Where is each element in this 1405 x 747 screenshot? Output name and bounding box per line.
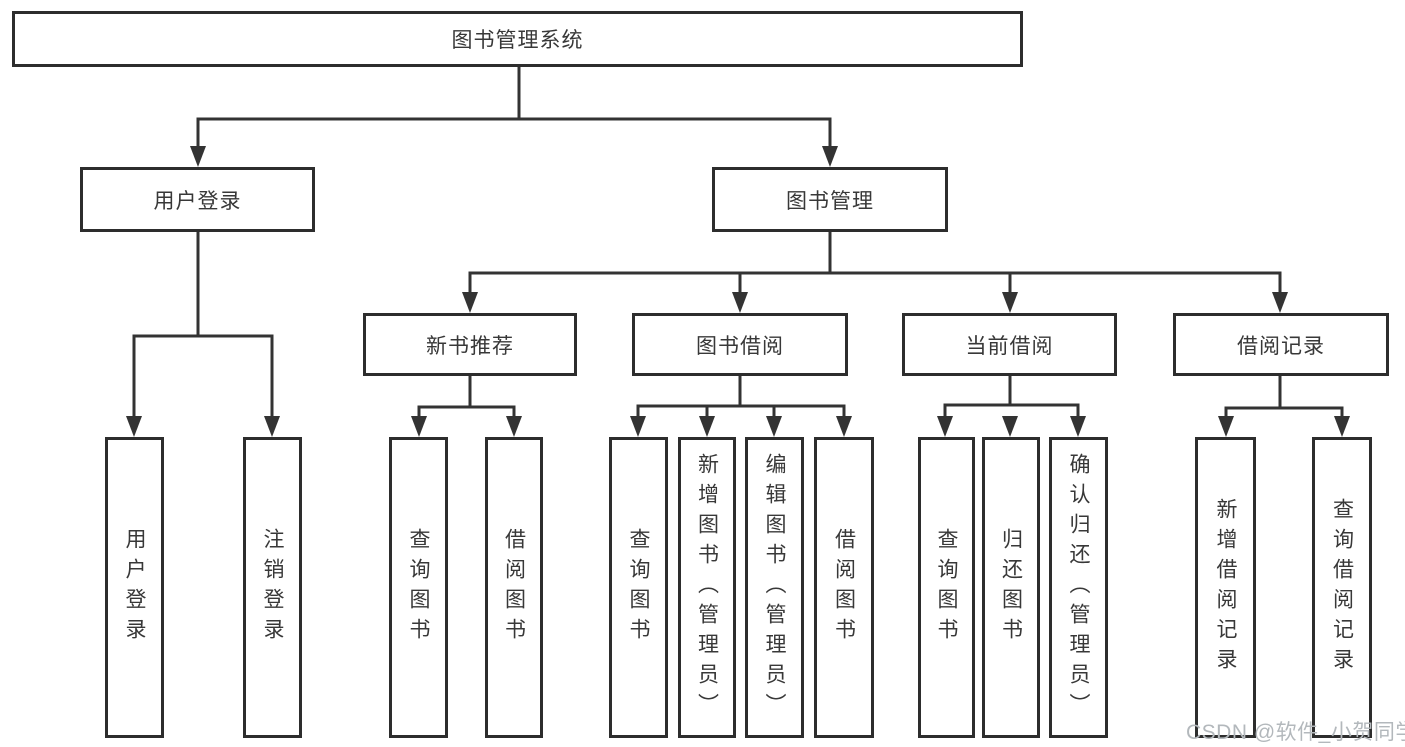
leaf-nbr-borrow-books: 借阅图书 xyxy=(485,437,543,738)
node-library-management-system: 图书管理系统 xyxy=(12,11,1023,67)
arrowhead xyxy=(1218,416,1234,437)
node-user-login: 用户登录 xyxy=(80,167,315,232)
node-current-borrow: 当前借阅 xyxy=(902,313,1117,376)
arrowhead xyxy=(822,146,838,167)
edge-root-to-level2 xyxy=(196,67,832,150)
edge-currentborrow-to-leaves xyxy=(943,376,1080,420)
leaf-cb-query-books: 查询图书 xyxy=(918,437,975,738)
arrowhead xyxy=(462,292,478,313)
leaf-label: 新增借阅记录 xyxy=(1214,497,1237,678)
node-label: 图书借阅 xyxy=(696,334,784,358)
node-book-management: 图书管理 xyxy=(712,167,948,232)
csdn-watermark: CSDN @软件_小贺同学 xyxy=(1186,721,1405,744)
node-label: 借阅记录 xyxy=(1237,334,1325,358)
leaf-label: 注销登录 xyxy=(261,527,284,648)
arrowhead xyxy=(506,416,522,437)
node-borrow-records: 借阅记录 xyxy=(1173,313,1389,376)
leaf-label: 查询图书 xyxy=(407,527,430,648)
arrowhead xyxy=(1070,416,1086,437)
leaf-br-add-record: 新增借阅记录 xyxy=(1195,437,1256,738)
arrowhead xyxy=(190,146,206,167)
node-new-book-recommend: 新书推荐 xyxy=(363,313,577,376)
leaf-cb-confirm-return-admin: 确认归还（管理员） xyxy=(1049,437,1108,738)
leaf-label: 查询图书 xyxy=(627,527,650,648)
arrowhead xyxy=(766,416,782,437)
arrowhead xyxy=(1002,292,1018,313)
leaf-label: 用户登录 xyxy=(123,527,146,648)
node-book-borrow: 图书借阅 xyxy=(632,313,848,376)
leaf-bb-query-books: 查询图书 xyxy=(609,437,668,738)
node-label: 用户登录 xyxy=(153,189,242,213)
node-label: 图书管理 xyxy=(786,189,874,213)
leaf-bb-add-books-admin: 新增图书（管理员） xyxy=(678,437,736,738)
leaf-br-query-record: 查询借阅记录 xyxy=(1312,437,1372,738)
arrowhead xyxy=(411,416,427,437)
leaf-user-login: 用户登录 xyxy=(105,437,164,738)
leaf-bb-edit-books-admin: 编辑图书（管理员） xyxy=(745,437,804,738)
node-label: 图书管理系统 xyxy=(451,29,584,52)
leaf-nbr-query-books: 查询图书 xyxy=(389,437,448,738)
node-label: 当前借阅 xyxy=(965,334,1054,358)
leaf-label: 确认归还（管理员） xyxy=(1067,452,1090,723)
arrowheads xyxy=(126,146,1350,437)
connector-paths xyxy=(132,67,1344,420)
edge-newbookrec-to-leaves xyxy=(417,376,516,420)
node-label: 新书推荐 xyxy=(426,334,514,358)
leaf-logout: 注销登录 xyxy=(243,437,302,738)
arrowhead xyxy=(1272,292,1288,313)
leaf-label: 归还图书 xyxy=(999,527,1023,648)
edge-userlogin-to-leaves xyxy=(132,232,274,420)
leaf-cb-return-books: 归还图书 xyxy=(982,437,1040,738)
leaf-label: 查询借阅记录 xyxy=(1330,497,1354,678)
arrowhead xyxy=(1002,416,1018,437)
leaf-label: 编辑图书（管理员） xyxy=(763,452,786,723)
leaf-label: 查询图书 xyxy=(935,527,958,648)
leaf-label: 借阅图书 xyxy=(832,527,856,648)
leaf-bb-borrow-books: 借阅图书 xyxy=(814,437,874,738)
leaf-label: 借阅图书 xyxy=(502,527,526,648)
arrowhead xyxy=(699,416,715,437)
edge-bookmgmt-to-level3 xyxy=(468,232,1282,296)
edge-bookborrow-to-leaves xyxy=(636,376,846,420)
arrowhead xyxy=(732,292,748,313)
arrowhead xyxy=(264,416,280,437)
leaf-label: 新增图书（管理员） xyxy=(695,452,719,723)
arrowhead xyxy=(630,416,646,437)
arrowhead xyxy=(836,416,852,437)
arrowhead xyxy=(126,416,142,437)
arrowhead xyxy=(1334,416,1350,437)
edge-borrowrecords-to-leaves xyxy=(1224,376,1344,420)
arrowhead xyxy=(937,416,953,437)
